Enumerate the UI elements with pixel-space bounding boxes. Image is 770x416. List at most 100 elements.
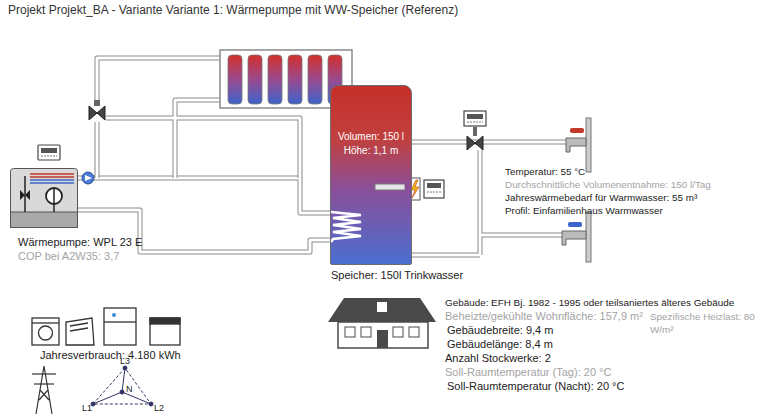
drawing-part bbox=[41, 148, 57, 153]
refrigerant-line bbox=[53, 188, 55, 212]
drawing-part bbox=[39, 326, 53, 340]
drawing-part bbox=[467, 114, 483, 119]
drawing-part bbox=[104, 308, 136, 345]
phase-label: N bbox=[126, 384, 133, 394]
drawing-part bbox=[70, 323, 88, 326]
drawing-part bbox=[32, 373, 56, 374]
drawing-part bbox=[175, 100, 222, 178]
radiator-fin bbox=[268, 55, 282, 104]
drawing-part bbox=[473, 127, 477, 136]
drawing-part bbox=[149, 402, 153, 406]
node-heading: Volumen: 150 l bbox=[331, 130, 411, 144]
cold-water-tap bbox=[562, 212, 591, 262]
housing-base bbox=[11, 212, 78, 228]
housing bbox=[11, 169, 78, 228]
drawing-part bbox=[411, 180, 419, 198]
drawing-part bbox=[32, 318, 59, 345]
drawing-part bbox=[82, 172, 94, 184]
building-type: Gebäude: EFH Bj. 1982 - 1995 oder teilsa… bbox=[445, 296, 734, 309]
drawing-part bbox=[568, 222, 582, 227]
heat-load: Spezifische Heizlast: 80 W/m² bbox=[650, 310, 764, 336]
drawing-part bbox=[409, 327, 419, 337]
drawing-part bbox=[104, 321, 136, 322]
heater-element bbox=[408, 178, 444, 200]
drawing-part bbox=[427, 183, 441, 188]
house-icon bbox=[328, 298, 436, 348]
drawing-part bbox=[427, 192, 441, 193]
node-text: Durchschnittliche Volumenentnahme: 150 l… bbox=[505, 178, 764, 191]
drawing-part bbox=[406, 253, 480, 258]
room-temp-night: Soll-Raumtemperatur (Nacht): 20 °C bbox=[447, 380, 624, 393]
drawing-part bbox=[123, 366, 127, 370]
phase-label: L2 bbox=[154, 403, 164, 413]
radiator-fin bbox=[248, 55, 262, 104]
controller-display bbox=[38, 145, 60, 160]
drawing-part bbox=[467, 136, 483, 150]
drawing-part bbox=[479, 150, 482, 255]
drawing-part bbox=[70, 328, 88, 331]
drawing-part bbox=[505, 140, 566, 145]
drawing-part bbox=[34, 383, 54, 384]
drawing-part bbox=[41, 156, 57, 157]
drawing-part bbox=[97, 58, 222, 104]
drawing-part bbox=[175, 100, 222, 178]
drawing-part bbox=[94, 100, 100, 106]
drawing-part bbox=[377, 330, 388, 348]
drawing-part bbox=[377, 302, 387, 312]
drawing-part bbox=[478, 150, 483, 255]
refrigerant-line bbox=[24, 176, 26, 212]
thermostatic-valve bbox=[464, 111, 486, 150]
node-text: Speicher: 150l Trinkwasser bbox=[331, 268, 463, 282]
node-text: COP bei A2W35: 3,7 bbox=[18, 250, 119, 263]
drawing-part bbox=[112, 313, 116, 317]
annual-consumption: Jahresverbrauch: 4.180 kWh bbox=[40, 349, 181, 362]
drawing-part bbox=[32, 322, 59, 323]
drawing-part bbox=[39, 390, 48, 400]
drawing-part bbox=[361, 327, 371, 337]
hot-water-tap bbox=[566, 118, 591, 172]
drawing-part bbox=[480, 234, 562, 237]
heat-pump: Wärmepumpe: WPL 23 ECOP bei A2W35: 3,7 bbox=[10, 168, 78, 228]
storage-tank: Volumen: 150 lHöhe: 1,1 mSpeicher: 150l … bbox=[330, 85, 412, 265]
drawing-part bbox=[106, 118, 300, 178]
coil-line bbox=[30, 176, 74, 178]
tank-internals bbox=[331, 86, 405, 264]
three-phase-symbol bbox=[91, 366, 153, 406]
drawing-part bbox=[566, 138, 586, 152]
node-text: Profil: Einfamilienhaus Warmwasser bbox=[505, 204, 764, 217]
drawing-part bbox=[38, 145, 60, 160]
drawing-part bbox=[586, 212, 591, 262]
coil-line bbox=[30, 173, 74, 175]
room-temp-day: Soll-Raumtemperatur (Tag): 20 °C bbox=[445, 366, 611, 379]
node-heading: Wärmepumpe: WPL 23 E bbox=[18, 236, 142, 249]
heat-pump-body bbox=[10, 168, 78, 228]
drawing-part bbox=[328, 298, 436, 322]
drawing-part bbox=[36, 366, 52, 414]
phase-label: L1 bbox=[82, 403, 92, 413]
building-length: Gebäudelänge: 8,4 m bbox=[447, 338, 553, 351]
phase-label: L3 bbox=[120, 356, 130, 366]
drawing-part bbox=[424, 180, 444, 198]
pipe-connector bbox=[412, 142, 505, 143]
hot-water-outlet: Temperatur: 55 °CDurchschnittliche Volum… bbox=[505, 110, 770, 226]
drawing-part bbox=[96, 122, 99, 178]
drawing-part bbox=[89, 106, 105, 120]
pipe-outline bbox=[412, 140, 505, 145]
drawing-part bbox=[562, 231, 586, 245]
drawing-part bbox=[95, 122, 100, 178]
drawing-part bbox=[40, 390, 49, 400]
radiator-fin bbox=[308, 55, 322, 104]
drawing-part bbox=[464, 111, 486, 126]
drawing-part bbox=[120, 390, 124, 394]
radiator-fin bbox=[288, 55, 302, 104]
drawing-part bbox=[345, 327, 355, 337]
building-width: Gebäudebreite: 9,4 m bbox=[447, 324, 553, 337]
heater-rod bbox=[375, 184, 405, 190]
drawing-part bbox=[228, 55, 342, 104]
storeys: Anzahl Stockwerke: 2 bbox=[445, 352, 551, 365]
drawing-part bbox=[97, 58, 222, 104]
coil-line bbox=[30, 182, 74, 184]
drawing-part bbox=[505, 141, 566, 144]
drawing-part bbox=[406, 254, 480, 257]
